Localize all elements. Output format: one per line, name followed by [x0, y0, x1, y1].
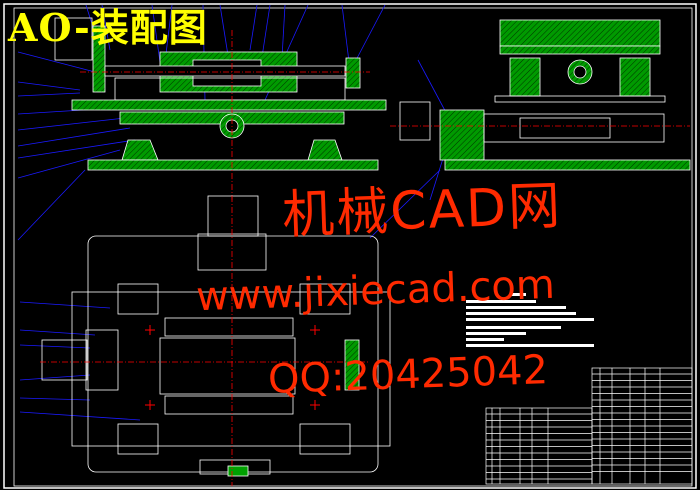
- parts-list: [485, 367, 693, 485]
- side-view: [390, 19, 691, 171]
- dimension-marks: [145, 325, 320, 410]
- watermark-qq: QQ:20425042: [267, 347, 549, 403]
- front-view: [54, 17, 387, 200]
- drawing-frame: [3, 3, 697, 489]
- technical-notes: [466, 293, 594, 347]
- watermark-site-name: 机械CAD网: [281, 176, 564, 246]
- inner-frame: [13, 7, 693, 487]
- drawing-title: AO-装配图: [8, 5, 208, 50]
- plan-view: [40, 195, 391, 486]
